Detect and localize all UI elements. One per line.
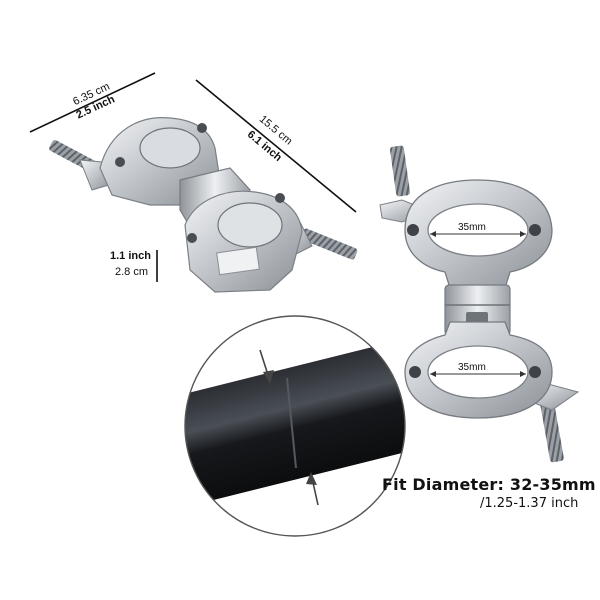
dimension-annotations-top xyxy=(29,72,357,282)
inner-diameter-top: 35mm xyxy=(430,222,526,237)
inner-diameter-bottom-label: 35mm xyxy=(458,362,486,373)
top-bolt xyxy=(389,145,411,197)
pipe xyxy=(185,340,405,503)
width-dimension-line xyxy=(29,72,156,133)
fit-diameter-inch: /1.25-1.37 inch xyxy=(480,496,579,511)
upper-jaw-opening xyxy=(139,127,201,169)
lower-jaw-opening xyxy=(217,202,283,248)
pipe-diameter-illustration xyxy=(184,315,406,537)
rivet-top-right xyxy=(529,224,541,236)
rivet-4 xyxy=(275,193,285,203)
rivet-3 xyxy=(187,233,197,243)
pipe-circle-outline xyxy=(184,315,406,537)
length-dimension-line xyxy=(195,79,357,213)
label-plate xyxy=(216,246,260,276)
angled-clamp-photo xyxy=(49,117,358,293)
lower-ring-opening xyxy=(427,345,529,399)
upper-ring-opening xyxy=(427,203,529,257)
vertical-clamp-photo xyxy=(379,145,580,463)
rivet-bottom-right xyxy=(529,366,541,378)
rivet-bottom-left xyxy=(409,366,421,378)
diameter-arrow-top xyxy=(259,349,274,384)
rivet-2 xyxy=(197,123,207,133)
pipe-joint-line xyxy=(286,377,297,469)
fit-diameter-title: Fit Diameter: 32-35mm xyxy=(382,475,596,494)
inner-diameter-top-label: 35mm xyxy=(458,222,486,233)
rivet-top-left xyxy=(407,224,419,236)
height-cm-label: 2.8 cm xyxy=(115,266,148,278)
bottom-bolt xyxy=(540,399,564,463)
rivet-1 xyxy=(115,157,125,167)
height-inch-label: 1.1 inch xyxy=(110,250,151,262)
right-bolt xyxy=(300,228,358,260)
diameter-arrow-bottom xyxy=(306,472,319,506)
inner-diameter-bottom: 35mm xyxy=(430,362,526,377)
